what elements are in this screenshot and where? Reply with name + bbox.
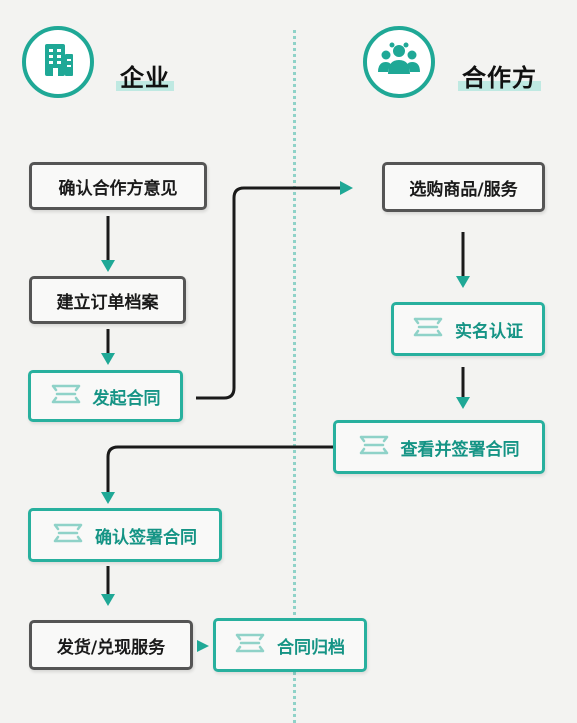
step-label: 查看并签署合同 bbox=[400, 439, 520, 460]
step-initiate-contract: 发起合同 bbox=[28, 370, 183, 422]
step-build-archive: 建立订单档案 bbox=[29, 276, 186, 324]
step-view-sign-contract: 查看并签署合同 bbox=[333, 420, 545, 474]
step-label: 实名认证 bbox=[455, 321, 523, 342]
arrow-archive-to-initiate bbox=[101, 329, 115, 365]
arrow-confirm-to-ship bbox=[101, 566, 115, 606]
step-label: 发货/兑现服务 bbox=[56, 637, 166, 658]
step-real-name-auth: 实名认证 bbox=[391, 302, 545, 356]
arrow-initiate-to-select bbox=[196, 181, 353, 400]
arrow-ship-to-archive bbox=[197, 640, 209, 652]
arrow-view-to-confirm bbox=[101, 445, 333, 504]
step-select-goods: 选购商品/服务 bbox=[382, 162, 545, 212]
partner-title-wrap: 合作方 bbox=[458, 58, 541, 93]
step-label: 合同归档 bbox=[277, 637, 345, 658]
step-confirm-sign-contract: 确认签署合同 bbox=[28, 508, 222, 562]
step-label: 发起合同 bbox=[92, 388, 161, 409]
step-label: 确认合作方意见 bbox=[58, 178, 178, 199]
enterprise-title: 企业 bbox=[120, 64, 170, 92]
contract-icon bbox=[51, 383, 81, 410]
enterprise-title-wrap: 企业 bbox=[116, 58, 174, 93]
arrow-auth-to-view bbox=[456, 367, 470, 409]
step-ship-redeem: 发货/兑现服务 bbox=[29, 620, 193, 670]
contract-icon bbox=[413, 316, 443, 343]
step-confirm-opinion: 确认合作方意见 bbox=[29, 162, 207, 210]
arrow-select-to-auth bbox=[456, 232, 470, 288]
contract-icon bbox=[53, 522, 83, 549]
partner-title: 合作方 bbox=[462, 64, 537, 92]
step-label: 选购商品/服务 bbox=[409, 179, 518, 200]
step-archive-contract: 合同归档 bbox=[213, 618, 367, 672]
column-divider bbox=[293, 30, 296, 723]
contract-icon bbox=[359, 434, 389, 461]
group-icon bbox=[376, 40, 422, 84]
arrow-confirm-to-archive bbox=[101, 216, 115, 272]
partner-avatar bbox=[363, 26, 435, 98]
step-label: 建立订单档案 bbox=[56, 292, 159, 313]
building-icon bbox=[38, 40, 78, 84]
step-label: 确认签署合同 bbox=[95, 527, 197, 548]
contract-icon bbox=[235, 632, 265, 659]
enterprise-avatar bbox=[22, 26, 94, 98]
